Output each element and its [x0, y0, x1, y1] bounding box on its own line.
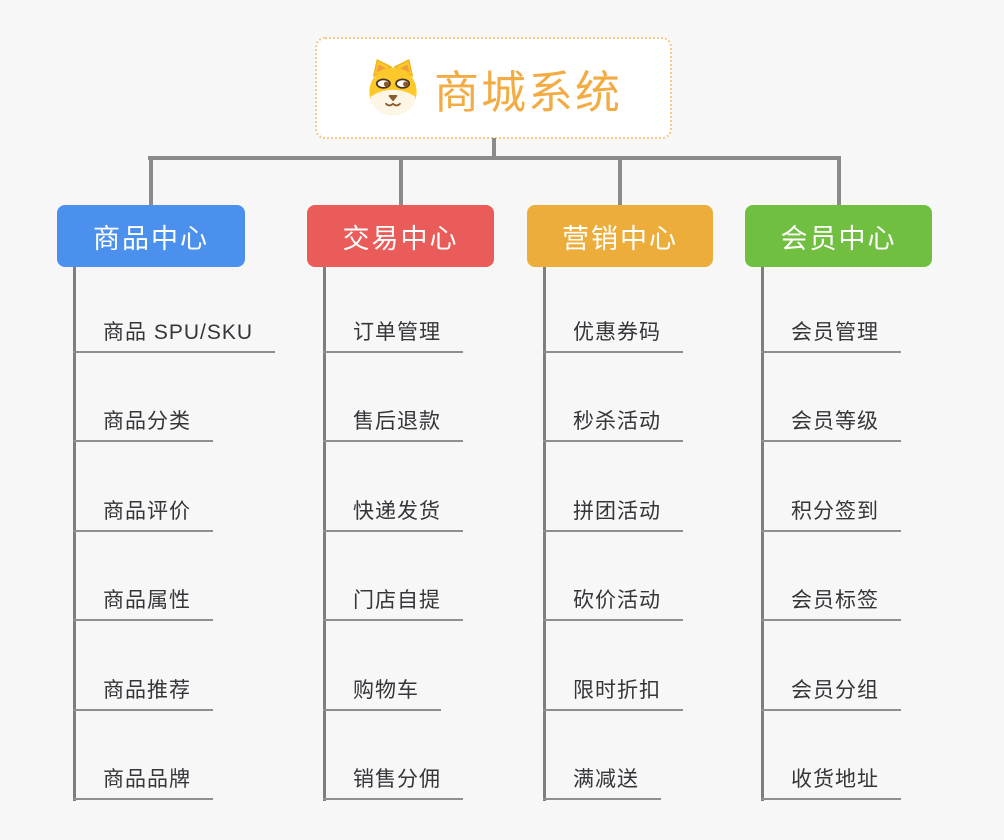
child-topic[interactable]: 商品分类 [73, 408, 213, 442]
child-topic-label: 商品推荐 [73, 674, 213, 711]
child-topic-label: 订单管理 [323, 316, 463, 353]
branch-drop-line [149, 156, 153, 205]
child-topic[interactable]: 门店自提 [323, 587, 463, 621]
child-topic-label: 满减送 [543, 763, 661, 800]
branch-children-product-center: 商品 SPU/SKU 商品分类 商品评价 商品属性 商品推荐 商品品牌 [73, 267, 303, 801]
child-topic-label: 会员标签 [761, 584, 901, 621]
branch-spine-line [761, 267, 764, 801]
branch-topic-product-center[interactable]: 商品中心 [57, 205, 245, 267]
child-topic[interactable]: 满减送 [543, 766, 661, 800]
branch-bus-line [148, 156, 841, 160]
root-topic[interactable]: 商城系统 [315, 37, 672, 139]
child-topic-label: 积分签到 [761, 495, 901, 532]
child-topic[interactable]: 商品 SPU/SKU [73, 316, 276, 353]
child-topic[interactable]: 商品评价 [73, 498, 213, 532]
child-topic-label: 商品评价 [73, 495, 213, 532]
child-topic-label: 销售分佣 [323, 763, 463, 800]
child-topic[interactable]: 销售分佣 [323, 766, 463, 800]
child-topic[interactable]: 积分签到 [761, 498, 901, 532]
child-topic-label: 限时折扣 [543, 674, 683, 711]
child-topic-label: 购物车 [323, 674, 441, 711]
child-topic-label: 砍价活动 [543, 584, 683, 621]
child-topic[interactable]: 限时折扣 [543, 677, 683, 711]
child-topic[interactable]: 收货地址 [761, 766, 901, 800]
child-topic[interactable]: 售后退款 [323, 408, 463, 442]
branch-label: 会员中心 [780, 223, 897, 254]
branch-topic-trade-center[interactable]: 交易中心 [307, 205, 494, 267]
branch-drop-line [399, 156, 403, 205]
child-topic-label: 秒杀活动 [543, 405, 683, 442]
branch-drop-line [618, 156, 622, 205]
child-topic-label: 商品分类 [73, 405, 213, 442]
branch-topic-member-center[interactable]: 会员中心 [745, 205, 932, 267]
child-topic-label: 商品品牌 [73, 763, 213, 800]
child-topic-label: 会员管理 [761, 316, 901, 353]
branch-label: 交易中心 [342, 223, 459, 254]
child-topic[interactable]: 会员分组 [761, 677, 901, 711]
child-topic[interactable]: 商品推荐 [73, 677, 213, 711]
child-topic[interactable]: 快递发货 [323, 498, 463, 532]
branch-label: 营销中心 [562, 223, 678, 254]
child-topic-label: 拼团活动 [543, 495, 683, 532]
child-topic-label: 快递发货 [323, 495, 463, 532]
root-connector-stub [492, 138, 496, 160]
child-topic[interactable]: 会员标签 [761, 587, 901, 621]
child-topic-label: 优惠券码 [543, 316, 683, 353]
branch-label: 商品中心 [93, 223, 209, 254]
branch-drop-line [837, 156, 841, 205]
child-topic-label: 售后退款 [323, 405, 463, 442]
branch-spine-line [543, 267, 546, 801]
branch-children-marketing-center: 优惠券码 秒杀活动 拼团活动 砍价活动 限时折扣 满减送 [543, 267, 773, 801]
child-topic[interactable]: 优惠券码 [543, 319, 683, 353]
child-topic-label: 商品属性 [73, 584, 213, 621]
child-topic-label: 收货地址 [761, 763, 901, 800]
branch-spine-line [323, 267, 326, 801]
child-topic[interactable]: 会员等级 [761, 408, 901, 442]
child-topic[interactable]: 会员管理 [761, 319, 901, 353]
branch-children-member-center: 会员管理 会员等级 积分签到 会员标签 会员分组 收货地址 [761, 267, 991, 801]
child-topic-label: 商品 SPU/SKU [73, 316, 276, 353]
child-topic-label: 会员等级 [761, 405, 901, 442]
child-topic-label: 门店自提 [323, 584, 463, 621]
child-topic[interactable]: 订单管理 [323, 319, 463, 353]
branch-children-trade-center: 订单管理 售后退款 快递发货 门店自提 购物车 销售分佣 [323, 267, 553, 801]
dog-face-icon [369, 59, 417, 116]
root-title: 商城系统 [433, 66, 622, 118]
child-topic[interactable]: 商品品牌 [73, 766, 213, 800]
child-topic[interactable]: 砍价活动 [543, 587, 683, 621]
child-topic[interactable]: 购物车 [323, 677, 441, 711]
child-topic[interactable]: 商品属性 [73, 587, 213, 621]
branch-spine-line [73, 267, 76, 801]
child-topic[interactable]: 拼团活动 [543, 498, 683, 532]
child-topic-label: 会员分组 [761, 674, 901, 711]
branch-topic-marketing-center[interactable]: 营销中心 [527, 205, 713, 267]
child-topic[interactable]: 秒杀活动 [543, 408, 683, 442]
